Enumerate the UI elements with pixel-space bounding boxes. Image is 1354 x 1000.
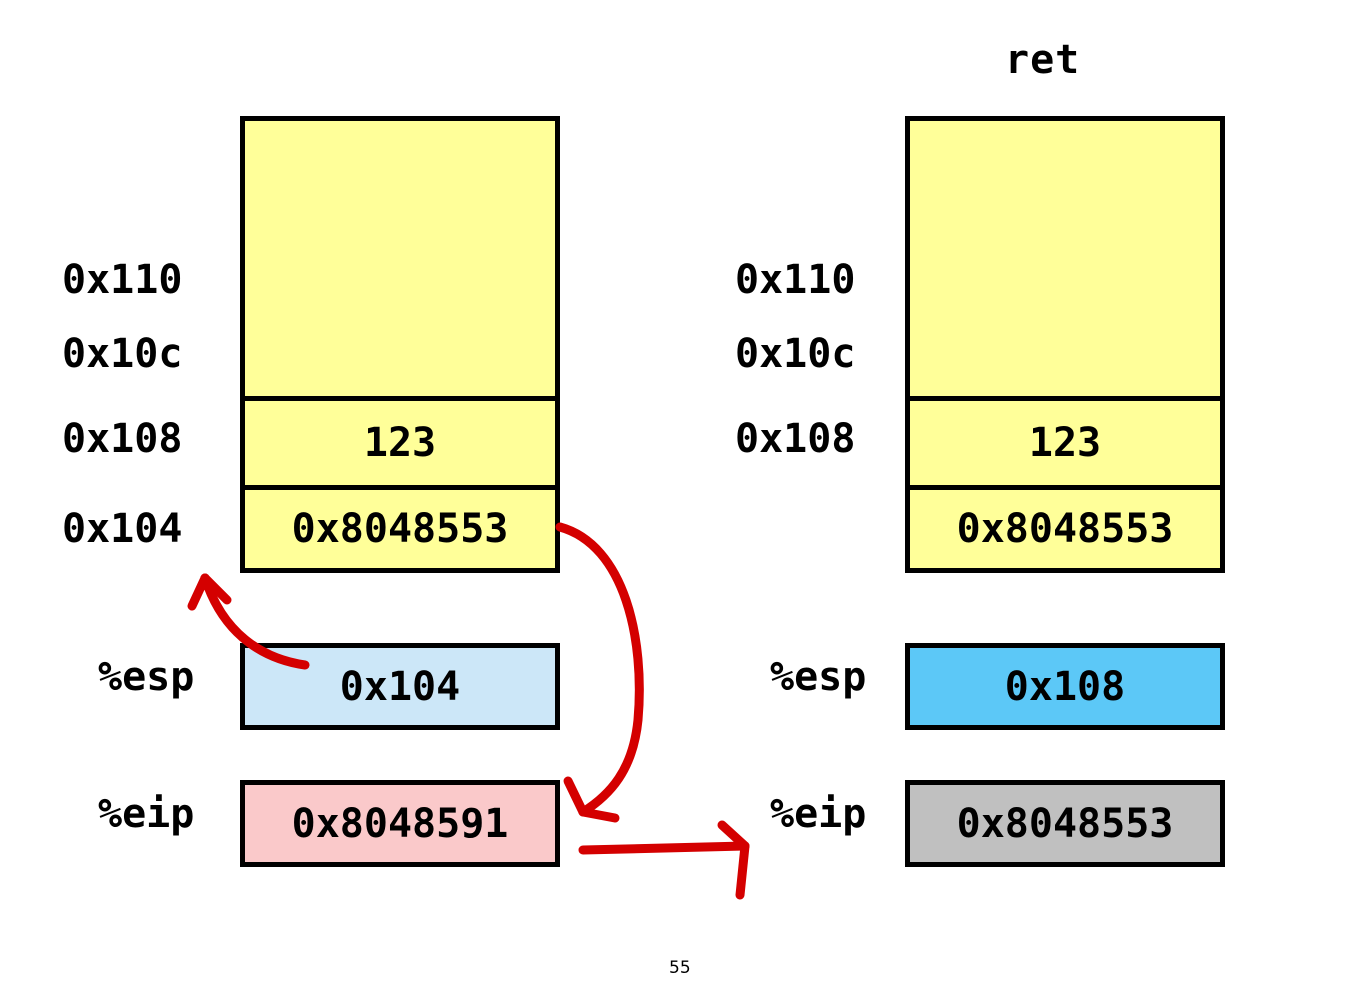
stack-value-to-eip-arrow bbox=[555, 522, 644, 823]
left-stack-cell-0x104: 0x8048553 bbox=[245, 485, 555, 568]
right-register-value-esp: 0x108 bbox=[905, 643, 1225, 730]
left-stack-box: 123 0x8048553 bbox=[240, 116, 560, 573]
right-stack-cell-0x104: 0x8048553 bbox=[910, 485, 1220, 568]
right-register-label-esp: %esp bbox=[770, 654, 867, 700]
left-stack-cell-free bbox=[245, 121, 555, 396]
left-address-label-0x10c: 0x10c bbox=[62, 331, 183, 377]
left-address-label-0x108: 0x108 bbox=[62, 416, 183, 462]
page-number: 55 bbox=[669, 958, 691, 978]
left-register-label-eip: %eip bbox=[98, 791, 195, 837]
right-stack-cell-0x108: 123 bbox=[910, 396, 1220, 485]
left-address-label-0x104: 0x104 bbox=[62, 506, 183, 552]
right-stack-cell-free bbox=[910, 121, 1220, 396]
right-register-value-eip: 0x8048553 bbox=[905, 780, 1225, 867]
right-address-label-0x110: 0x110 bbox=[735, 257, 856, 303]
ret-instruction-title: ret bbox=[1005, 37, 1081, 83]
right-register-label-eip: %eip bbox=[770, 791, 867, 837]
left-register-value-esp: 0x104 bbox=[240, 643, 560, 730]
eip-transition-arrow bbox=[578, 820, 750, 900]
right-stack-box: 123 0x8048553 bbox=[905, 116, 1225, 573]
left-register-value-eip: 0x8048591 bbox=[240, 780, 560, 867]
left-stack-cell-0x108: 123 bbox=[245, 396, 555, 485]
right-address-label-0x10c: 0x10c bbox=[735, 331, 856, 377]
right-address-label-0x108: 0x108 bbox=[735, 416, 856, 462]
left-address-label-0x110: 0x110 bbox=[62, 257, 183, 303]
left-register-label-esp: %esp bbox=[98, 654, 195, 700]
